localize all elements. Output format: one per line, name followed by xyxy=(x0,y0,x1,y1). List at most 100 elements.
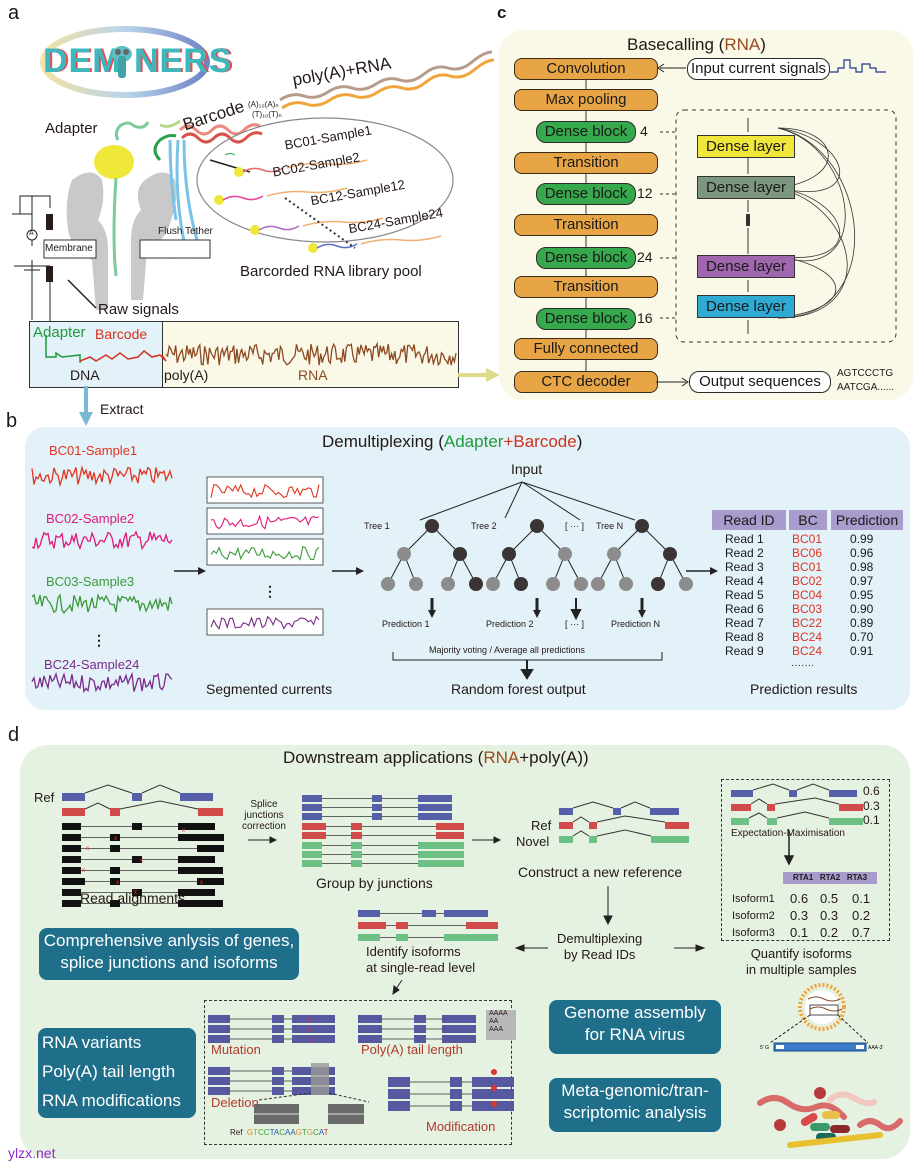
identify-line-2: at single-read level xyxy=(366,960,476,975)
panel-a-letter: a xyxy=(8,2,20,24)
a-tail-label: (A)₁₀(A)ₙ xyxy=(248,100,279,109)
result-prediction: 0.97 xyxy=(850,574,874,588)
polya-exon xyxy=(358,1035,382,1043)
block-max-pooling: Max pooling xyxy=(514,89,658,111)
demux-line-2: by Read IDs xyxy=(563,947,636,962)
deletion-exon xyxy=(208,1077,230,1085)
read-alignment xyxy=(178,834,224,841)
ref-base: T xyxy=(323,1128,329,1137)
identify-line-1: Identify isoforms xyxy=(366,944,461,959)
read-alignment xyxy=(110,878,120,885)
dense-layer-3-label: Dense layer xyxy=(705,258,787,275)
result-bc: BC02 xyxy=(792,574,823,588)
quant-header-rta2: RTA2 xyxy=(819,873,841,882)
mutation-exon xyxy=(208,1015,230,1023)
sample-trace-2 xyxy=(31,530,173,551)
ref-exon-red xyxy=(110,808,120,816)
voting-label: Majority voting / Average all prediction… xyxy=(429,645,585,655)
quantify-label: Quantify isoforms in multiple samples xyxy=(746,946,857,978)
mutation-x: x xyxy=(308,1038,311,1044)
mutation-x: x xyxy=(308,1018,311,1024)
mismatch-icon: x xyxy=(134,890,137,896)
variants-diagram: xxx xyxy=(208,1010,516,1124)
prediction-label-2: Prediction 2 xyxy=(486,619,534,629)
ref-exon-blue xyxy=(132,793,142,801)
output-arrow xyxy=(520,660,534,680)
quant-value: 0.5 xyxy=(820,891,839,906)
segment-trace-4 xyxy=(210,615,320,630)
arrow-to-results xyxy=(686,567,718,575)
sample-label-3: BC03-Sample3 xyxy=(46,574,135,589)
mutation-exon xyxy=(272,1035,284,1043)
dense-layer-1: Dense layer xyxy=(697,135,795,158)
watermark: ylzx.net xyxy=(8,1145,56,1161)
quant-value: 0.6 xyxy=(790,891,809,906)
splice-line-2: junctions xyxy=(244,810,284,821)
grouped-red xyxy=(436,823,464,830)
variants-detail-box xyxy=(204,1000,512,1145)
prediction-results-label: Prediction results xyxy=(750,681,858,697)
result-read-id: Read 9 xyxy=(725,644,764,658)
comprehensive-line-2: splice junctions and isoforms xyxy=(60,953,278,972)
quant-value: 0.2 xyxy=(820,925,839,940)
ref-label-2: Ref xyxy=(531,818,552,833)
basecalling-title: Basecalling (RNA) xyxy=(627,35,766,55)
modification-label: Modification xyxy=(426,1119,496,1134)
meta-line-1: Meta-genomic/tran- xyxy=(561,1081,709,1100)
ref-exon-blue xyxy=(180,793,213,801)
novel-exon-green xyxy=(651,836,689,843)
raw-signals-label: Raw signals xyxy=(98,301,179,318)
results-header-read-id: Read ID xyxy=(712,510,786,530)
result-prediction: 0.98 xyxy=(850,560,874,574)
title-plus: + xyxy=(503,432,514,451)
title-rna: RNA xyxy=(483,748,520,767)
grouped-green xyxy=(351,851,362,858)
modification-exon xyxy=(388,1101,410,1111)
output-seq-1: AGTCCCTG xyxy=(837,368,894,379)
quant-header-rta3: RTA3 xyxy=(846,873,868,882)
ref-exon-blue xyxy=(559,808,573,815)
tail-1: AAAA xyxy=(489,1010,508,1017)
read-alignment xyxy=(62,845,81,852)
grouped-blue xyxy=(372,813,382,820)
panel-c-letter: c xyxy=(497,3,507,22)
ref-exon-red xyxy=(589,822,597,829)
tree-leaf xyxy=(381,577,395,591)
grouped-green xyxy=(351,842,362,849)
dense-layer-2: Dense layer xyxy=(697,176,795,199)
em-value-2: 0.3 xyxy=(863,799,880,813)
tree-3-root xyxy=(635,519,649,533)
em-quant-box xyxy=(721,779,890,941)
em-value-1: 0.6 xyxy=(863,784,880,798)
flush-tether-label: Flush Tether xyxy=(158,226,213,237)
tree-node xyxy=(453,547,467,561)
mutation-exon xyxy=(208,1025,230,1033)
modification-exon xyxy=(450,1089,462,1099)
result-read-id: Read 4 xyxy=(725,574,764,588)
polya-exon xyxy=(414,1015,426,1023)
to-reference-arrow xyxy=(472,836,502,844)
polya-exon xyxy=(414,1025,426,1033)
prediction-label-n: Prediction N xyxy=(611,619,661,629)
ammeter-icon: A xyxy=(29,230,34,237)
quant-value: 0.2 xyxy=(852,908,871,923)
em-isoforms xyxy=(731,783,863,866)
input-arrows xyxy=(419,481,636,521)
result-read-id: Read 7 xyxy=(725,616,764,630)
grouped-red xyxy=(436,832,464,839)
tree-leaf xyxy=(409,577,423,591)
title-barcode: Barcode xyxy=(513,432,577,451)
mutation-exon xyxy=(272,1025,284,1033)
segment-trace-2 xyxy=(211,514,320,530)
library-pool-ellipse xyxy=(196,117,454,253)
deminers-logo: DEM NERS xyxy=(30,20,231,100)
ref-base: TA xyxy=(269,1128,280,1137)
segment-box-2 xyxy=(206,507,324,535)
ref-exon-blue xyxy=(613,808,621,815)
quant-isoform-label: Isoform2 xyxy=(732,910,775,922)
tree-leaf xyxy=(574,577,588,591)
tree-node xyxy=(397,547,411,561)
mutation-exon xyxy=(292,1035,335,1043)
input-arrow xyxy=(657,63,686,73)
